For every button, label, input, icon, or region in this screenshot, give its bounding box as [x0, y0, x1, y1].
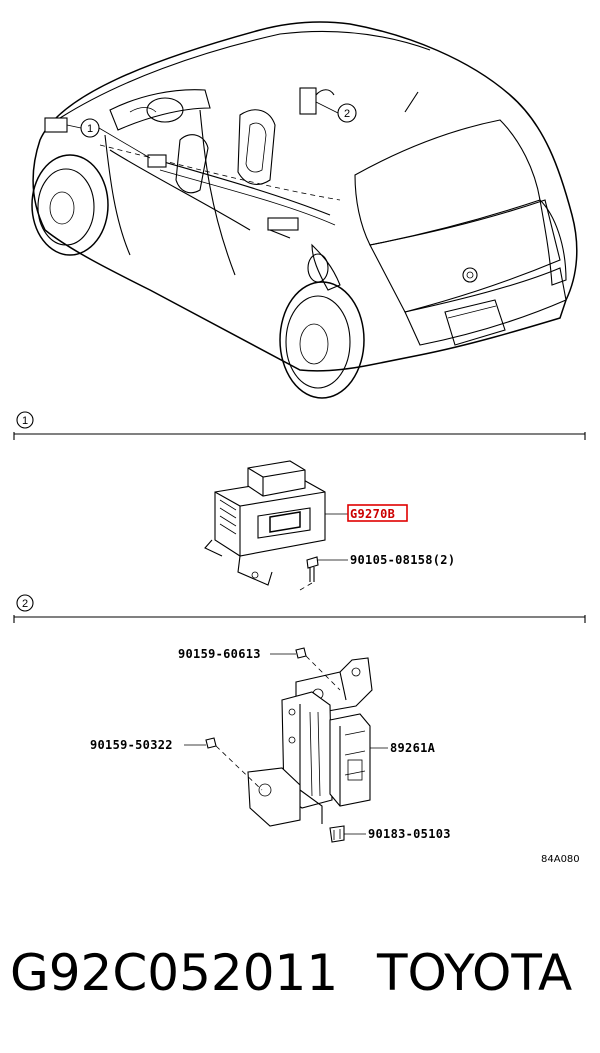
- callout-nut-left: 90159-50322: [90, 738, 173, 752]
- car-callout-1-label: 1: [87, 123, 93, 135]
- car-callout-2-label: 2: [344, 108, 350, 120]
- callout-module: G9270B: [350, 507, 395, 521]
- section-1-marker: [16, 411, 34, 429]
- callout-screw: 90105-08158(2): [350, 553, 455, 567]
- section-2-marker: [16, 594, 34, 612]
- bracket-assembly: [247, 657, 373, 827]
- drawing-code: 84A080: [541, 854, 580, 865]
- nut-left-icon: [205, 737, 263, 791]
- callout-clip: 90183-05103: [368, 827, 451, 841]
- highlight-box: [347, 504, 408, 522]
- callout-nut-top: 90159-60613: [178, 647, 261, 661]
- section-2-divider: [13, 615, 586, 623]
- section-2-number: 2: [22, 598, 28, 610]
- brand-name: TOYOTA: [377, 944, 573, 1002]
- section-1: 1 G9270B: [13, 411, 586, 591]
- section-1-number: 1: [22, 415, 28, 427]
- clip-icon: [329, 825, 345, 843]
- screw-icon: [299, 556, 319, 591]
- section-1-divider: [13, 432, 586, 440]
- caption: G92C052011 TOYOTA: [0, 938, 600, 1008]
- nut-top-icon: [295, 647, 341, 691]
- control-module: [204, 460, 326, 586]
- callout-bracket: 89261A: [390, 741, 436, 755]
- part-number: G92C052011: [10, 944, 339, 1002]
- car-illustration: 1 2: [31, 21, 578, 399]
- section-2: 2: [13, 594, 586, 865]
